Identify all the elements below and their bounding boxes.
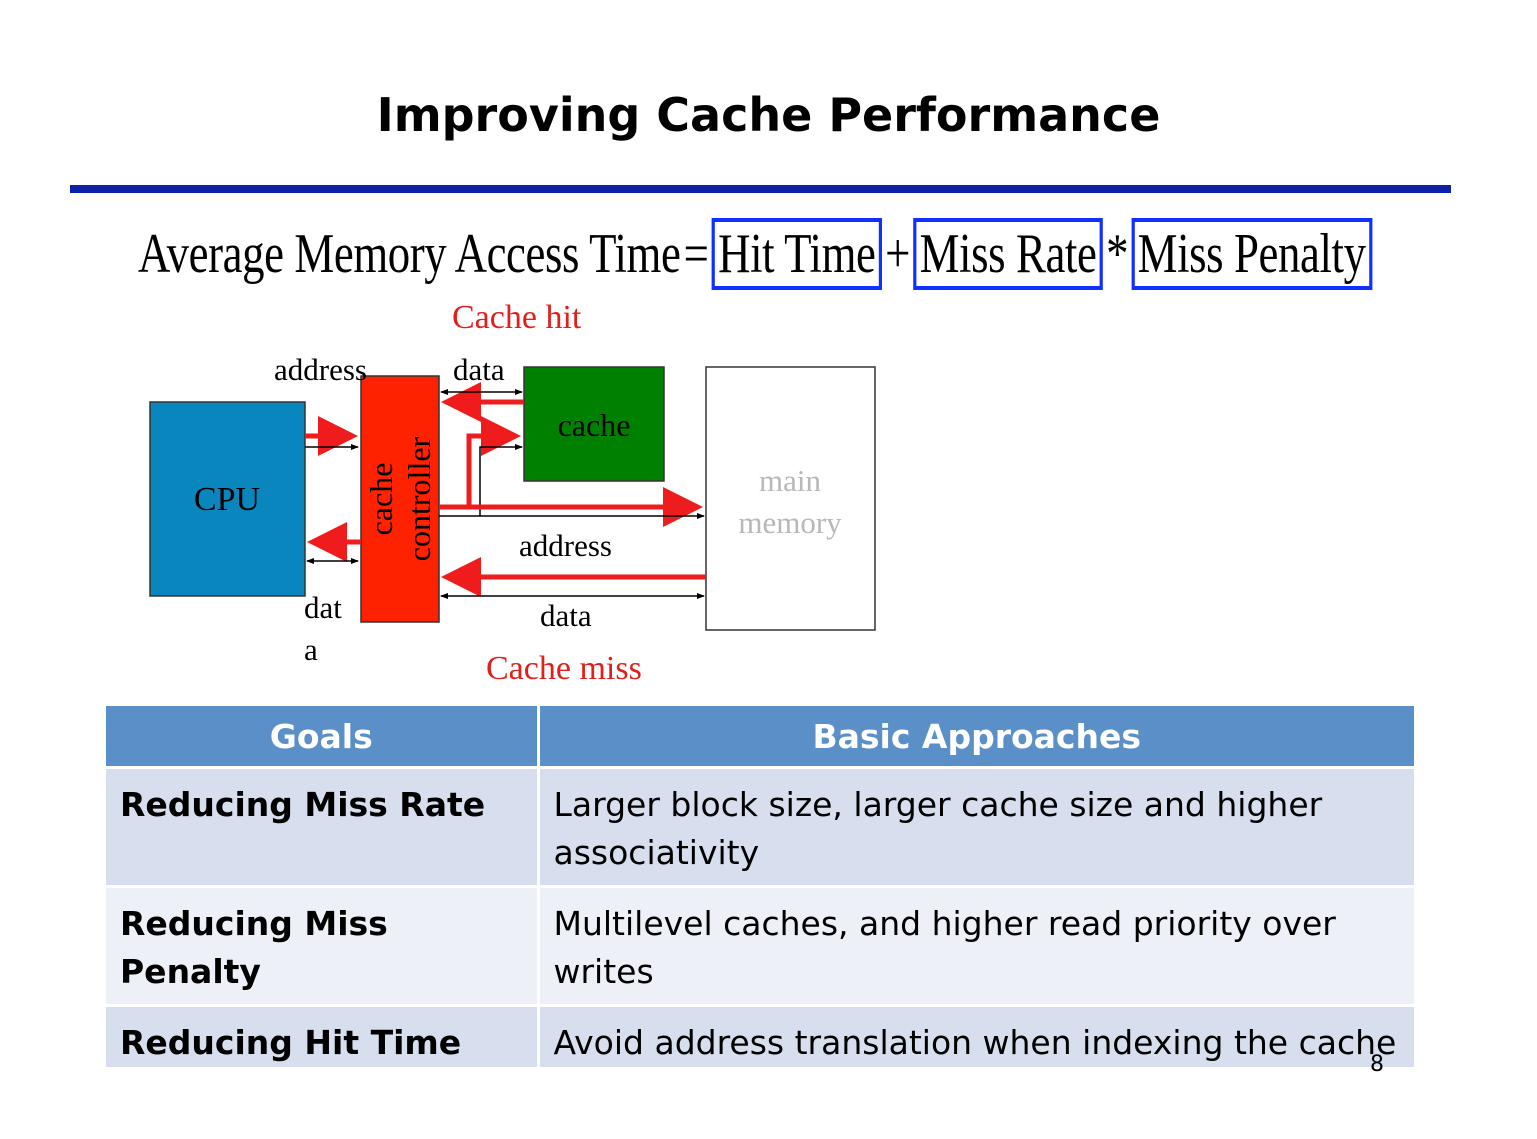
memory-label-line2: memory bbox=[738, 505, 842, 540]
data-left-label-line1: dat bbox=[304, 590, 342, 625]
address-top-label: address bbox=[274, 352, 367, 387]
cache-controller-block bbox=[360, 375, 440, 623]
formula-lhs: Average Memory Access Time bbox=[138, 223, 681, 285]
cache-miss-label: Cache miss bbox=[486, 650, 642, 687]
approach-cell: Avoid address translation when indexing … bbox=[538, 1004, 1414, 1067]
header-basic-approaches: Basic Approaches bbox=[538, 706, 1414, 768]
miss-penalty-box: Miss Penalty bbox=[1131, 218, 1372, 290]
cpu-label: CPU bbox=[194, 481, 260, 518]
data-bottom-label: data bbox=[540, 598, 592, 633]
slide-title: Improving Cache Performance bbox=[376, 88, 1161, 142]
main-memory-block bbox=[705, 366, 876, 631]
formula-times: * bbox=[1106, 223, 1129, 285]
goals-table: Goals Basic Approaches Reducing Miss Rat… bbox=[106, 706, 1414, 1067]
memory-label-line1: main bbox=[759, 463, 821, 498]
goal-cell: Reducing Miss Rate bbox=[106, 766, 540, 887]
cache-label: cache bbox=[558, 407, 631, 443]
formula-plus: + bbox=[885, 223, 911, 285]
address-mid-label: address bbox=[519, 528, 612, 563]
table-row: Reducing Hit Time Avoid address translat… bbox=[106, 1004, 1414, 1067]
goal-cell: Reducing Miss Penalty bbox=[106, 885, 540, 1006]
amat-formula: Average Memory Access Time=Hit Time+Miss… bbox=[138, 218, 1372, 290]
cache-hit-label: Cache hit bbox=[452, 299, 582, 336]
title-divider bbox=[70, 185, 1451, 193]
cpu-block bbox=[149, 401, 306, 597]
goal-cell: Reducing Hit Time bbox=[106, 1004, 540, 1067]
page-number: 8 bbox=[1370, 1052, 1384, 1077]
approach-cell: Larger block size, larger cache size and… bbox=[538, 766, 1414, 887]
cache-diagram: Cache hit Cache miss CPU cache controlle… bbox=[149, 299, 876, 687]
approach-cell: Multilevel caches, and higher read prior… bbox=[538, 885, 1414, 1006]
table-header-row: Goals Basic Approaches bbox=[106, 706, 1414, 768]
controller-label-line2: controller bbox=[401, 436, 437, 561]
data-left-label-line2: a bbox=[304, 632, 318, 667]
controller-to-cache-address-path bbox=[479, 444, 523, 516]
miss-rate-box: Miss Rate bbox=[913, 218, 1103, 290]
formula-equals: = bbox=[683, 223, 709, 285]
hit-time-box: Hit Time bbox=[711, 218, 882, 290]
data-top-label: data bbox=[453, 352, 505, 387]
cache-block bbox=[523, 366, 665, 482]
header-goals: Goals bbox=[106, 706, 540, 768]
table-row: Reducing Miss Rate Larger block size, la… bbox=[106, 766, 1414, 887]
controller-label-line1: cache bbox=[363, 463, 399, 536]
table-row: Reducing Miss Penalty Multilevel caches,… bbox=[106, 885, 1414, 1006]
